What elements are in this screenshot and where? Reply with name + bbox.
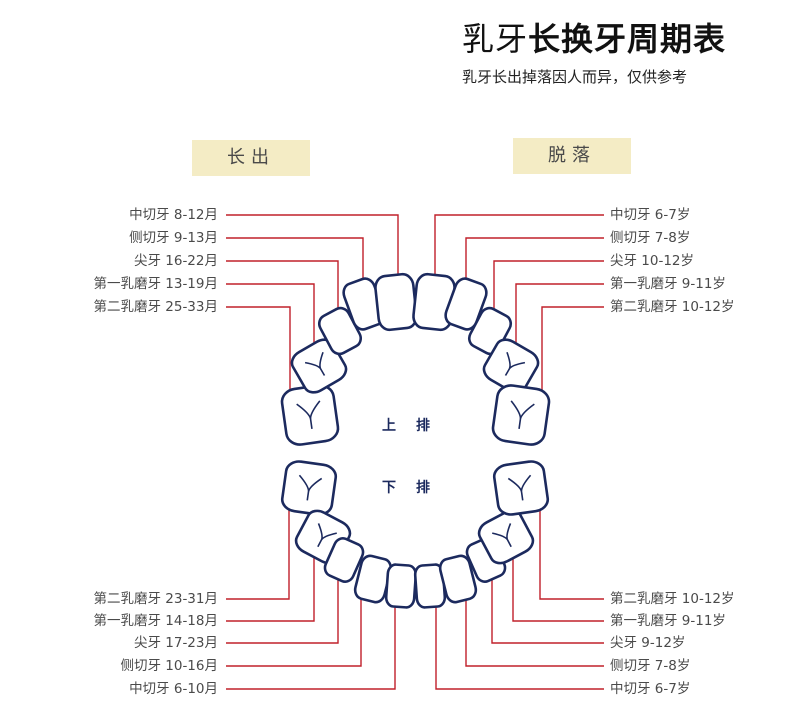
lower-shedding-label-central-incisor: 中切牙 6-7岁 (610, 681, 691, 697)
upper-eruption-label-second-molar: 第二乳磨牙 25-33月 (93, 299, 218, 315)
upper-left-leader-lateral-incisor (226, 237, 364, 287)
upper-shedding-label-canine: 尖牙 10-12岁 (610, 253, 695, 269)
upper-eruption-label-central-incisor: 中切牙 8-12月 (129, 207, 218, 223)
lower-shedding-label-canine: 尖牙 9-12岁 (610, 635, 686, 651)
upper-right-leader-second-molar (541, 306, 604, 392)
upper-right-first-molar-tooth (482, 338, 540, 394)
upper-right-leader-lateral-incisor (465, 237, 604, 287)
page-subtitle: 乳牙长出掉落因人而异，仅供参考 (462, 68, 688, 86)
lower-right-leader-lateral-incisor (465, 585, 604, 667)
upper-right-leader-first-molar (515, 283, 604, 345)
lower-eruption-label-second-molar: 第二乳磨牙 23-31月 (93, 591, 218, 607)
upper-left-leader-central-incisor (226, 214, 399, 282)
lower-right-leader-central-incisor (435, 592, 604, 690)
lower-left-canine-tooth (323, 537, 365, 583)
lower-left-second-molar-tooth (280, 460, 338, 516)
upper-shedding-label-first-molar: 第一乳磨牙 9-11岁 (610, 276, 726, 292)
eruption-tab: 长出 (192, 140, 310, 176)
lower-shedding-label-second-molar: 第二乳磨牙 10-12岁 (610, 591, 735, 607)
lower-right-leader-canine (491, 568, 604, 644)
lower-left-leader-first-molar (226, 542, 315, 622)
upper-right-leader-canine (493, 260, 604, 320)
title-light: 乳牙 (462, 20, 529, 58)
lower-right-second-molar-tooth (492, 460, 550, 516)
lower-eruption-label-first-molar: 第一乳磨牙 14-18月 (93, 613, 218, 629)
lower-eruption-label-canine: 尖牙 17-23月 (133, 635, 218, 651)
lower-right-lateral-incisor-tooth (438, 554, 478, 604)
upper-left-leader-second-molar (226, 306, 291, 392)
lower-eruption-label-lateral-incisor: 侧切牙 10-16月 (120, 658, 218, 674)
shedding-tab: 脱落 (513, 138, 631, 174)
lower-left-leader-central-incisor (226, 592, 396, 690)
lower-shedding-label-first-molar: 第一乳磨牙 9-11岁 (610, 613, 726, 629)
upper-left-leader-canine (226, 260, 339, 320)
upper-shedding-label-central-incisor: 中切牙 6-7岁 (610, 207, 691, 223)
upper-right-leader-central-incisor (434, 214, 604, 282)
lower-jaw-label: 下排 (382, 480, 450, 496)
upper-eruption-label-first-molar: 第一乳磨牙 13-19月 (93, 276, 218, 292)
upper-right-second-molar-tooth (491, 384, 551, 446)
lower-right-leader-first-molar (512, 542, 604, 622)
lower-shedding-label-lateral-incisor: 侧切牙 7-8岁 (610, 658, 691, 674)
lower-right-first-molar-tooth (477, 509, 535, 565)
upper-right-lateral-incisor-tooth (444, 277, 488, 331)
upper-eruption-label-lateral-incisor: 侧切牙 9-13月 (129, 230, 218, 246)
upper-left-leader-first-molar (226, 283, 315, 345)
upper-eruption-label-canine: 尖牙 16-22月 (133, 253, 218, 269)
lower-left-central-incisor-tooth (384, 563, 418, 609)
page-title: 乳牙长换牙周期表 (462, 14, 726, 60)
upper-shedding-label-second-molar: 第二乳磨牙 10-12岁 (610, 299, 735, 315)
title-bold: 长换牙周期表 (528, 20, 727, 58)
lower-left-leader-second-molar (226, 508, 290, 600)
upper-jaw-label: 上排 (382, 418, 450, 434)
lower-right-leader-second-molar (539, 508, 604, 600)
lower-left-leader-canine (226, 568, 339, 644)
lower-left-leader-lateral-incisor (226, 585, 362, 667)
lower-eruption-label-central-incisor: 中切牙 6-10月 (129, 681, 218, 697)
upper-shedding-label-lateral-incisor: 侧切牙 7-8岁 (610, 230, 691, 246)
upper-left-central-incisor-tooth (374, 272, 418, 332)
